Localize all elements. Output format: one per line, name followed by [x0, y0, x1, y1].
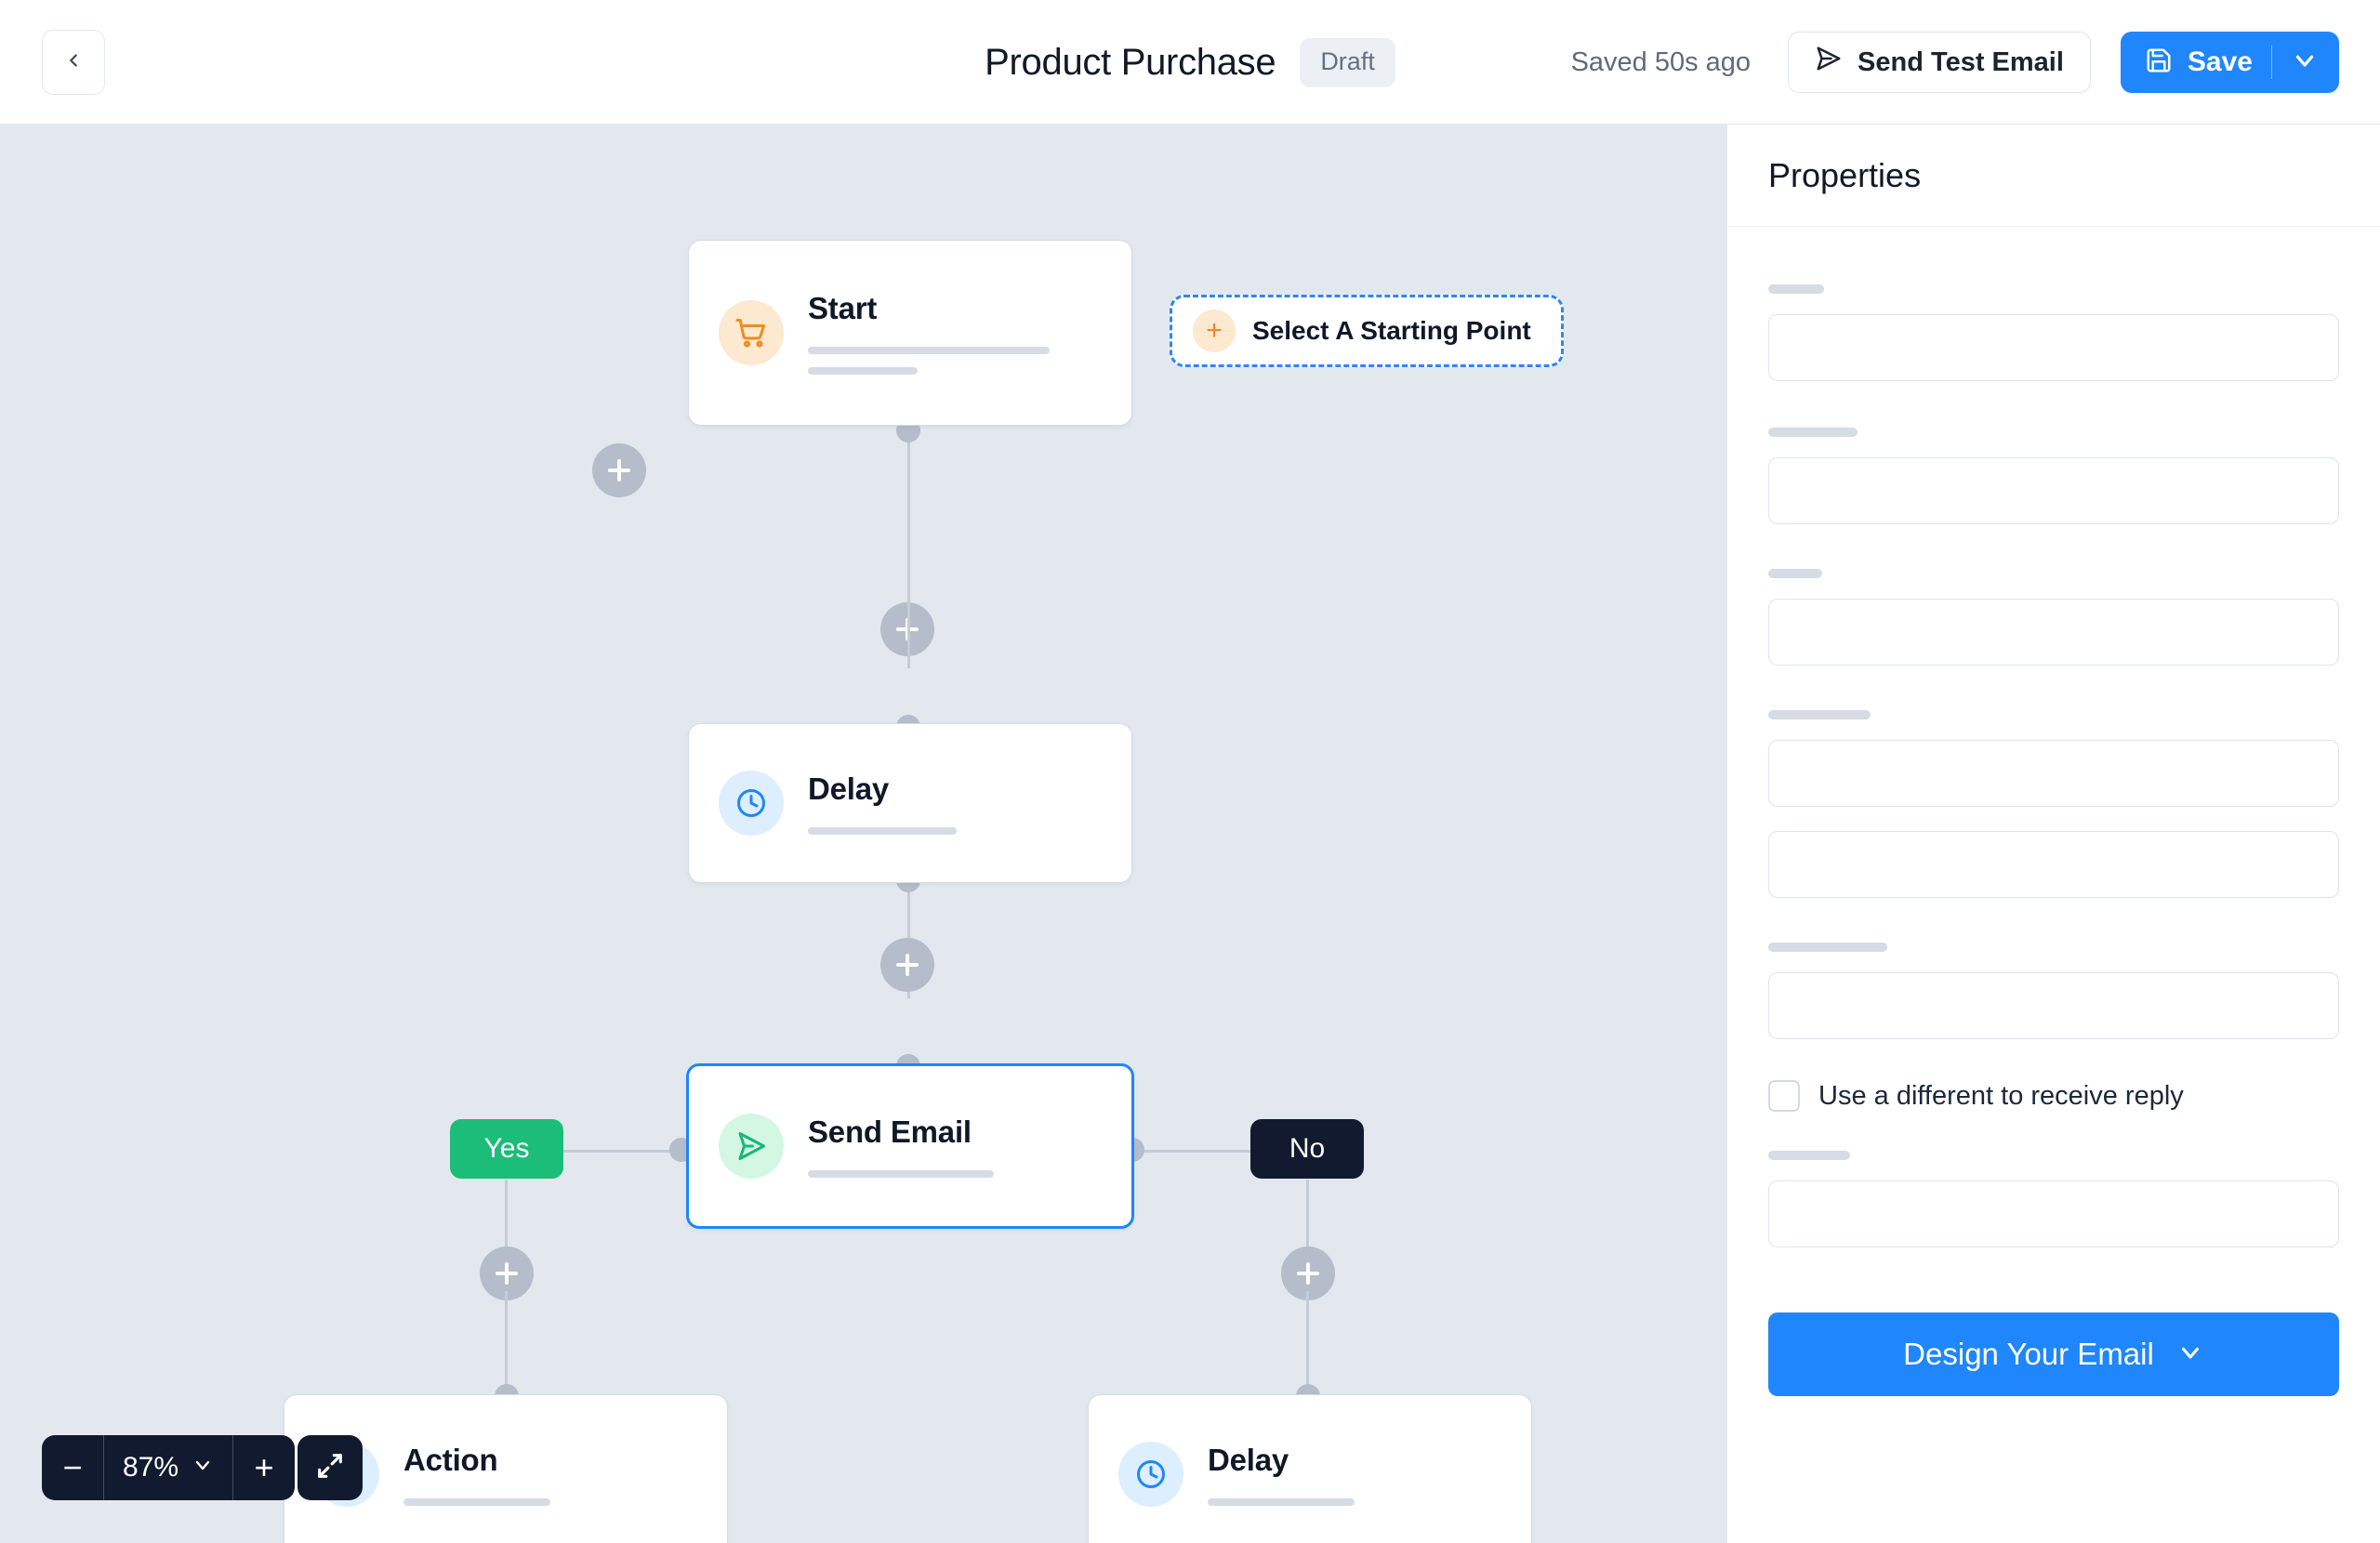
- property-field-6[interactable]: [1768, 972, 2339, 1039]
- select-starting-point-chip[interactable]: + Select A Starting Point: [1170, 295, 1564, 367]
- reply-to-checkbox-row[interactable]: Use a different to receive reply: [1768, 1080, 2339, 1112]
- properties-panel-body: Use a different to receive reply Design …: [1727, 227, 2380, 1396]
- add-node-button-2[interactable]: [880, 938, 934, 992]
- plus-icon: +: [1193, 310, 1236, 352]
- field-label-skeleton: [1768, 284, 1824, 294]
- paper-plane-icon: [1815, 45, 1843, 80]
- floppy-disk-icon: [2145, 46, 2173, 79]
- node-skeleton-line: [808, 367, 918, 375]
- property-field-2[interactable]: [1768, 457, 2339, 524]
- paper-plane-icon: [719, 1114, 784, 1179]
- branch-badge-yes[interactable]: Yes: [450, 1119, 563, 1179]
- properties-panel: Properties Use a different to receive re…: [1726, 125, 2380, 1543]
- node-title: Send Email: [808, 1114, 972, 1149]
- zoom-out-button[interactable]: −: [62, 1448, 83, 1486]
- clock-icon: [1118, 1442, 1183, 1507]
- design-your-email-label: Design Your Email: [1903, 1337, 2154, 1371]
- field-label-skeleton: [1768, 1151, 1850, 1160]
- workflow-canvas[interactable]: Start + Select A Starting Point Delay: [0, 125, 1726, 1543]
- property-field-7[interactable]: [1768, 1180, 2339, 1247]
- workflow-node-delay-1[interactable]: Delay: [688, 723, 1132, 883]
- node-skeleton-line: [808, 347, 1050, 354]
- field-label-skeleton: [1768, 943, 1887, 952]
- shopping-cart-icon: [719, 300, 784, 365]
- property-field-5[interactable]: [1768, 831, 2339, 898]
- connector-start-delay: [907, 427, 910, 552]
- zoom-level-value: 87%: [123, 1452, 179, 1483]
- page-title: Product Purchase: [985, 41, 1276, 83]
- add-node-button-left[interactable]: [592, 443, 646, 497]
- properties-panel-header: Properties: [1727, 125, 2380, 227]
- node-title: Delay: [1208, 1443, 1289, 1477]
- workflow-node-action[interactable]: Action: [284, 1394, 728, 1543]
- node-skeleton-line: [403, 1498, 550, 1506]
- expand-diagonal-icon: [314, 1450, 346, 1486]
- chevron-down-icon[interactable]: [2291, 46, 2319, 79]
- save-divider: [2271, 46, 2272, 79]
- field-label-skeleton: [1768, 569, 1822, 578]
- connector-no-down-2: [1306, 1291, 1309, 1403]
- save-label: Save: [2187, 46, 2253, 77]
- zoom-controls: − 87% +: [42, 1435, 296, 1500]
- reply-to-checkbox[interactable]: [1768, 1080, 1800, 1112]
- zoom-in-button[interactable]: +: [254, 1448, 274, 1486]
- properties-title: Properties: [1768, 155, 1922, 194]
- fit-to-screen-button[interactable]: [298, 1435, 363, 1500]
- zoom-divider: [103, 1435, 104, 1500]
- top-toolbar: Product Purchase Draft Saved 50s ago Sen…: [0, 0, 2380, 125]
- workflow-node-send-email[interactable]: Send Email: [686, 1063, 1134, 1229]
- field-label-skeleton: [1768, 710, 1871, 719]
- design-your-email-button[interactable]: Design Your Email: [1768, 1312, 2339, 1396]
- toolbar-actions: Saved 50s ago Send Test Email Save: [1571, 0, 2339, 125]
- node-skeleton-line: [1208, 1498, 1355, 1506]
- clock-icon: [719, 771, 784, 836]
- workflow-node-delay-2[interactable]: Delay: [1088, 1394, 1532, 1543]
- send-test-email-button[interactable]: Send Test Email: [1788, 32, 2091, 93]
- connector-delay-top: [907, 547, 910, 668]
- chevron-left-icon: [63, 50, 84, 75]
- save-button[interactable]: Save: [2120, 32, 2339, 93]
- property-field-4[interactable]: [1768, 740, 2339, 807]
- zoom-divider: [232, 1435, 234, 1500]
- chevron-down-icon: [192, 1452, 214, 1484]
- saved-status-text: Saved 50s ago: [1570, 46, 1752, 77]
- node-skeleton-line: [808, 827, 957, 835]
- connector-yes-down-2: [505, 1291, 508, 1403]
- connector-yes: [558, 1150, 734, 1153]
- field-label-skeleton: [1768, 428, 1858, 437]
- send-test-email-label: Send Test Email: [1858, 46, 2064, 77]
- workflow-node-start[interactable]: Start: [688, 240, 1132, 426]
- node-skeleton-line: [808, 1170, 994, 1178]
- chevron-down-icon: [2176, 1339, 2204, 1371]
- status-badge[interactable]: Draft: [1300, 37, 1395, 87]
- node-title: Delay: [808, 772, 890, 806]
- zoom-level-selector[interactable]: 87%: [104, 1435, 232, 1500]
- node-title: Action: [403, 1443, 498, 1477]
- reply-to-checkbox-label: Use a different to receive reply: [1818, 1080, 2184, 1111]
- property-field-3[interactable]: [1768, 599, 2339, 666]
- back-button[interactable]: [42, 30, 105, 95]
- select-starting-point-label: Select A Starting Point: [1252, 316, 1531, 345]
- branch-badge-no[interactable]: No: [1250, 1119, 1364, 1179]
- node-title: Start: [808, 291, 878, 325]
- connector-no: [1130, 1150, 1316, 1153]
- property-field-1[interactable]: [1768, 314, 2339, 381]
